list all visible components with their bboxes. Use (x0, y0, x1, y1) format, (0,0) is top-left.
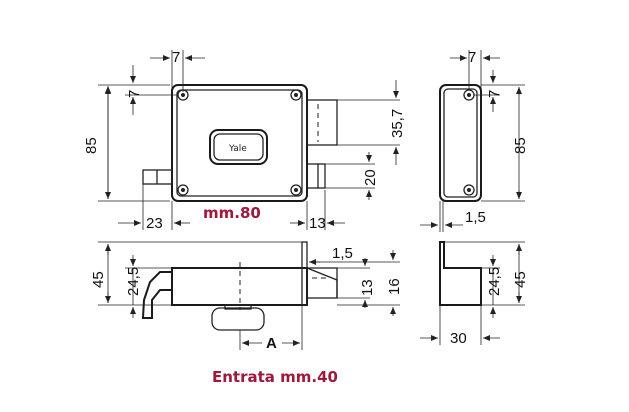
side-bottom-view (439, 241, 482, 306)
dim-left-offset: 7 (126, 90, 143, 98)
dim-side-offset-left: 23 (146, 215, 163, 232)
dim-bolt-low: 20 (362, 169, 379, 186)
dim-bottom-bolt: 13 (359, 279, 376, 296)
dim-bolt-height: 35,7 (389, 109, 406, 138)
dim-bolt-proj: 13 (309, 215, 326, 232)
side-dimensions: 7 7 85 1,5 (420, 49, 529, 232)
dim-side-right: 7 (486, 90, 503, 98)
dim-bottom-16: 16 (386, 278, 403, 295)
caption-entry: Entrata mm.40 (212, 368, 338, 386)
front-view: Yale (142, 84, 338, 202)
dim-entry-label: A (266, 335, 277, 352)
caption-front-width: mm.80 (203, 204, 261, 222)
dim-side-height: 85 (512, 137, 529, 154)
dim-side-gap: 1,5 (465, 209, 486, 226)
dim-bottom-inner: 24,5 (125, 267, 142, 296)
side-view (439, 84, 482, 202)
dim-top-offset: 7 (172, 49, 180, 66)
dim-bottom-height: 45 (90, 271, 107, 288)
front-dimensions: 7 7 85 35,7 20 23 (83, 49, 406, 232)
dim-side-top: 7 (468, 49, 476, 66)
bottom-dimensions: 45 24,5 1,5 13 16 A (90, 241, 403, 352)
bottom-view (141, 241, 338, 331)
dim-side-bottom-height: 45 (512, 271, 529, 288)
dim-side-bottom-width: 30 (450, 330, 467, 347)
dim-side-bottom-inner: 24,5 (486, 267, 503, 296)
dim-front-height: 85 (83, 137, 100, 154)
side-bottom-dimensions: 24,5 45 30 (420, 241, 529, 347)
dim-bottom-gap: 1,5 (332, 245, 353, 262)
brand-label: Yale (228, 144, 247, 154)
